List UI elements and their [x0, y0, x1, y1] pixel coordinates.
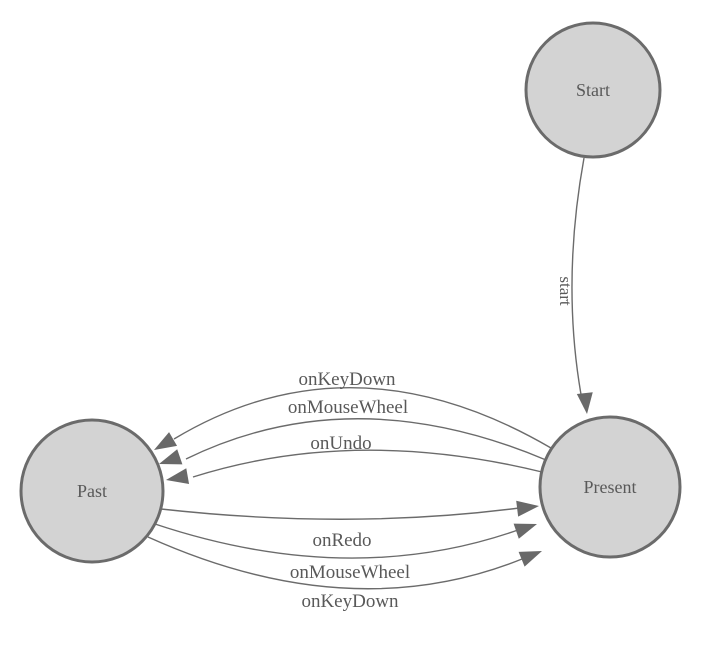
state-node-present[interactable]: Present: [538, 415, 682, 559]
edge-start-to-present: start: [556, 157, 593, 414]
arrowhead-into-present-1: [516, 500, 539, 517]
edge-start-to-present-path[interactable]: [571, 157, 585, 401]
edge-label-onundo: onUndo: [310, 433, 371, 454]
arrowhead-into-present-top: [576, 392, 593, 414]
edge-present-to-past-onkeydown: onKeyDown: [154, 369, 552, 450]
edge-past-to-present-onredo: onRedo: [160, 500, 539, 551]
edge-past-to-present-onkeydown-path[interactable]: [147, 536, 523, 590]
edge-label-start: start: [556, 276, 575, 306]
state-node-past-label: Past: [77, 481, 107, 501]
state-node-start-label: Start: [576, 80, 610, 100]
arrowhead-into-past-1: [154, 432, 178, 450]
edge-past-to-present-onmousewheel: onMouseWheel: [154, 523, 537, 583]
arrowhead-into-past-2: [159, 449, 183, 465]
state-node-start-circle[interactable]: [524, 21, 662, 159]
edge-past-to-present-onredo-path[interactable]: [160, 507, 520, 520]
edge-present-to-past-onmousewheel-path[interactable]: [185, 418, 547, 461]
edge-present-to-past-onmousewheel: onMouseWheel: [159, 397, 547, 465]
edge-label-onredo: onRedo: [312, 530, 371, 551]
state-node-past[interactable]: Past: [19, 418, 165, 564]
edge-present-to-past-onkeydown-path[interactable]: [173, 386, 552, 449]
edge-past-to-present-onkeydown: onKeyDown: [147, 536, 542, 612]
edge-past-to-present-onmousewheel-path[interactable]: [154, 523, 519, 559]
state-node-start[interactable]: Start: [524, 21, 662, 159]
state-node-past-circle[interactable]: [19, 418, 165, 564]
edge-label-onkeydown-bottom: onKeyDown: [301, 591, 399, 612]
edge-label-onmousewheel-top: onMouseWheel: [288, 397, 408, 418]
state-node-present-circle[interactable]: [538, 415, 682, 559]
arrowhead-into-present-2: [513, 523, 537, 539]
edge-label-onkeydown-top: onKeyDown: [298, 369, 396, 390]
state-node-present-label: Present: [584, 477, 637, 497]
arrowhead-into-past-3: [166, 468, 190, 485]
edge-label-onmousewheel-bottom: onMouseWheel: [290, 562, 410, 583]
edge-present-to-past-onundo: onUndo: [166, 433, 543, 485]
edge-present-to-past-onundo-path[interactable]: [192, 449, 543, 478]
arrowhead-into-present-3: [518, 551, 542, 567]
